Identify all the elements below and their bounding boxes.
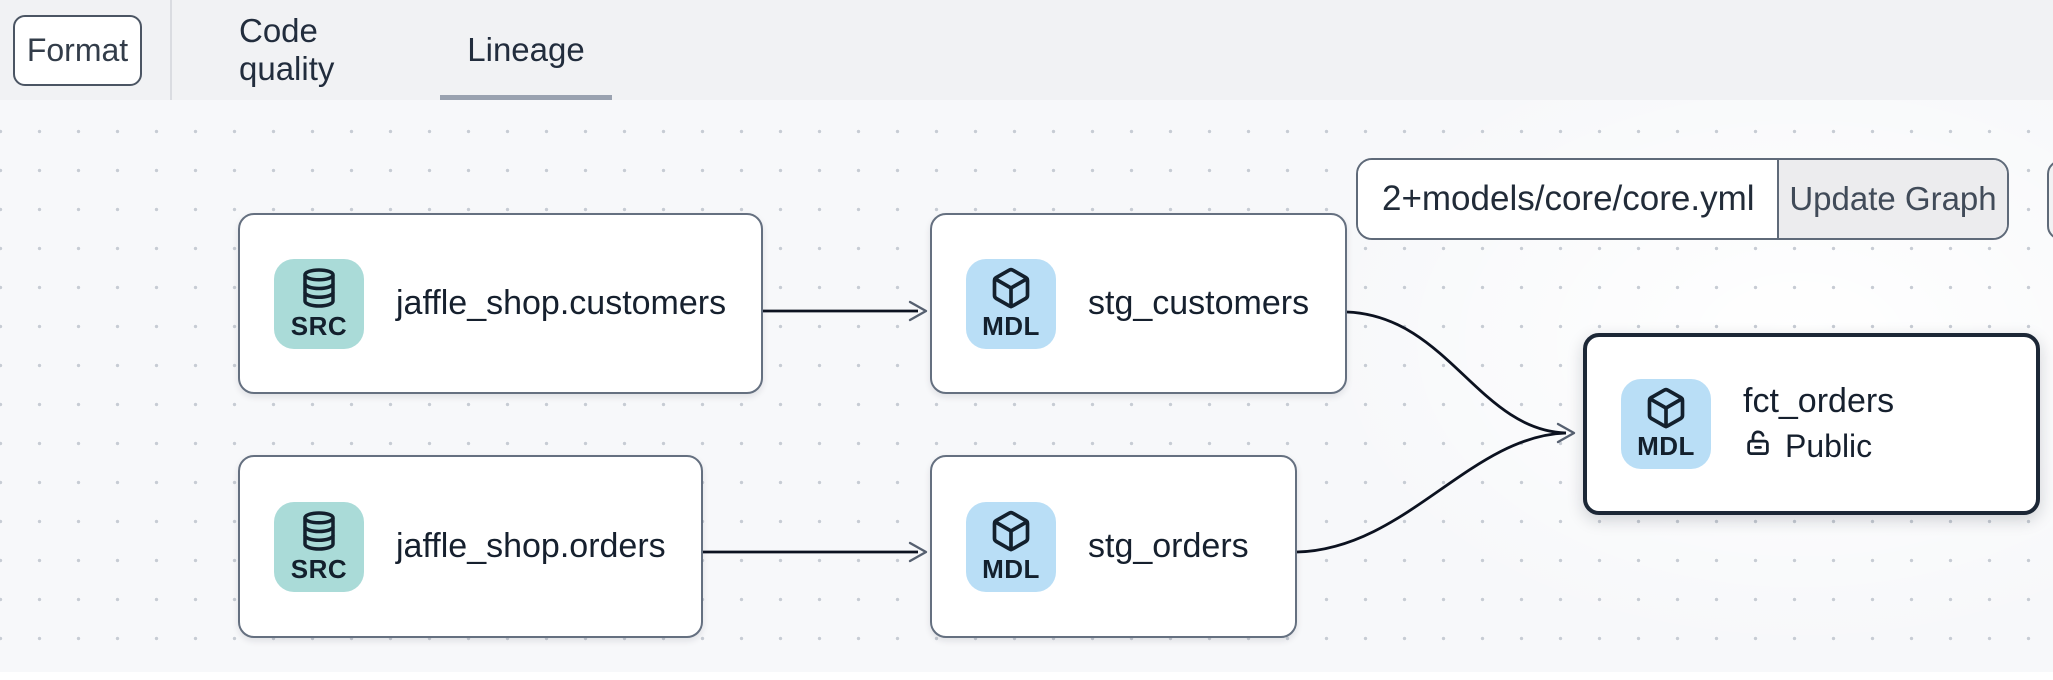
cube-icon [989, 266, 1033, 310]
node-model-stg-customers[interactable]: MDL stg_customers [930, 213, 1347, 394]
node-type-label: MDL [1637, 431, 1695, 461]
node-title: stg_customers [1088, 284, 1310, 322]
node-type-label: MDL [982, 310, 1040, 341]
database-icon [298, 266, 340, 310]
node-source-jaffle-shop-customers[interactable]: SRC jaffle_shop.customers [238, 213, 763, 394]
node-model-fct-orders-selected[interactable]: MDL fct_orders Public [1583, 333, 2040, 515]
node-model-stg-orders[interactable]: MDL stg_orders [930, 455, 1297, 638]
node-source-jaffle-shop-orders[interactable]: SRC jaffle_shop.orders [238, 455, 703, 638]
cube-icon [1644, 386, 1688, 430]
toolbar-divider [170, 0, 172, 100]
unlock-icon [1743, 427, 1773, 467]
node-title: stg_orders [1088, 527, 1249, 565]
tab-lineage[interactable]: Lineage [440, 0, 612, 100]
format-button[interactable]: Format [13, 15, 142, 86]
canvas-bottom-edge [0, 672, 2053, 680]
lineage-selector-group: Update Graph [1356, 158, 2009, 240]
model-type-badge: MDL [966, 258, 1056, 349]
node-type-label: MDL [982, 553, 1040, 584]
tab-code-quality-label: Code quality [239, 12, 335, 87]
node-title: jaffle_shop.customers [396, 284, 727, 322]
database-icon [298, 509, 340, 553]
partial-clipped-button[interactable] [2047, 160, 2053, 240]
editor-toolbar: Format Code quality Lineage [0, 0, 2053, 100]
lineage-selector-input[interactable] [1358, 160, 1778, 238]
source-type-badge: SRC [274, 501, 364, 592]
source-type-badge: SRC [274, 258, 364, 349]
tab-lineage-label: Lineage [467, 31, 585, 68]
access-label: Public [1785, 428, 1873, 464]
tab-code-quality[interactable]: Code quality [239, 0, 411, 100]
cube-icon [989, 509, 1033, 553]
node-title: fct_orders [1743, 381, 1895, 420]
active-tab-indicator [440, 95, 612, 100]
model-type-badge: MDL [966, 501, 1056, 592]
node-type-label: SRC [290, 553, 348, 584]
node-title: jaffle_shop.orders [396, 527, 666, 565]
selector-divider [1777, 160, 1779, 238]
node-type-label: SRC [290, 310, 348, 341]
update-graph-button[interactable]: Update Graph [1779, 160, 2007, 238]
model-type-badge: MDL [1621, 379, 1711, 469]
